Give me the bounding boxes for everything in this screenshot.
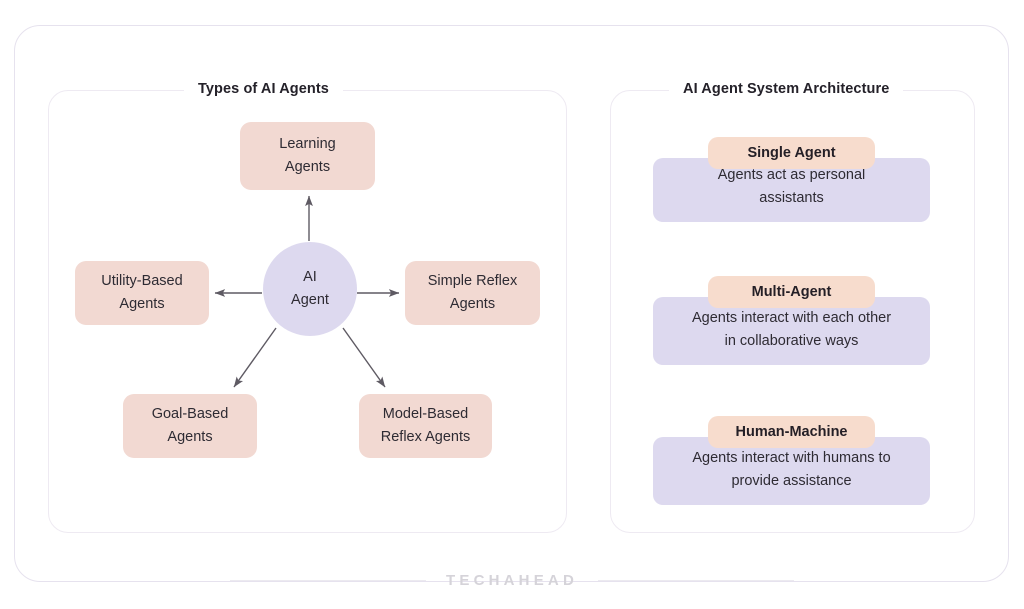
outer-frame (14, 25, 1009, 582)
panel-left-title: Types of AI Agents (184, 81, 343, 97)
node-model-line2: Reflex Agents (380, 429, 471, 445)
hub-label-line1: AI (303, 268, 317, 285)
arch-card-2-line1: Agents interact with each other (691, 309, 892, 326)
node-simple-line2: Agents (449, 296, 496, 312)
footer-rule-left (230, 580, 427, 581)
arch-card-single-agent-badge[interactable]: Single Agent (708, 137, 875, 169)
arch-card-3-line2: provide assistance (731, 472, 852, 489)
node-utility-based-agents[interactable]: Utility-Based Agents (75, 261, 209, 325)
node-utility-line1: Utility-Based (101, 272, 183, 289)
node-simple-reflex-agents[interactable]: Simple Reflex Agents (405, 261, 540, 325)
node-learning-agents[interactable]: Learning Agents (240, 122, 375, 190)
node-simple-line1: Simple Reflex (427, 272, 518, 289)
node-model-based-reflex-agents[interactable]: Model-Based Reflex Agents (359, 394, 492, 458)
node-goal-based-agents[interactable]: Goal-Based Agents (123, 394, 257, 458)
node-learning-line1: Learning (279, 135, 336, 152)
footer: TECHAHEAD (0, 572, 1024, 589)
node-model-line1: Model-Based (382, 405, 469, 422)
node-learning-line2: Agents (284, 159, 331, 175)
arch-card-1-line1: Agents act as personal (717, 166, 866, 183)
node-utility-line2: Agents (119, 296, 165, 312)
arch-card-human-machine-badge[interactable]: Human-Machine (708, 416, 875, 448)
arch-card-3-line1: Agents interact with humans to (692, 449, 891, 466)
hub-ai-agent[interactable]: AI Agent (263, 242, 357, 336)
hub-label-line2: Agent (291, 292, 329, 308)
footer-brand-techahead: TECHAHEAD (446, 572, 578, 589)
arch-card-multi-agent-badge[interactable]: Multi-Agent (708, 276, 875, 308)
node-goal-line2: Agents (167, 429, 213, 445)
footer-rule-right (597, 580, 794, 581)
panel-right-title: AI Agent System Architecture (669, 81, 904, 97)
node-goal-line1: Goal-Based (151, 405, 229, 422)
arch-card-2-line2: in collaborative ways (724, 332, 859, 349)
arch-card-human-machine-body[interactable]: Agents interact with humans to provide a… (653, 437, 930, 505)
arch-card-multi-agent-body[interactable]: Agents interact with each other in colla… (653, 297, 930, 365)
arch-card-1-line2: assistants (759, 189, 824, 206)
